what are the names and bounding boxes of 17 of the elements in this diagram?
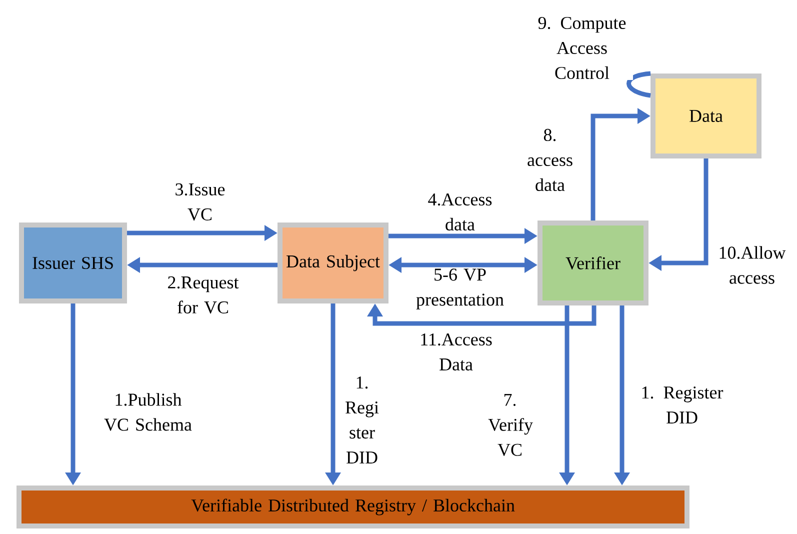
edge-label: 5-6 VP presentation bbox=[404, 268, 516, 310]
edge-label: 4.Access data bbox=[419, 192, 501, 232]
process-box: Issuer SHS bbox=[19, 222, 127, 304]
process-box: Verifier bbox=[538, 220, 648, 306]
edge-label: 10.Allow access bbox=[711, 245, 793, 285]
edge-label: 3.Issue VC bbox=[169, 182, 231, 222]
edge-label: 7. Verify VC bbox=[487, 392, 533, 458]
edge-label: 1. Register DID bbox=[635, 386, 729, 424]
edge-label: 8. access data bbox=[519, 128, 581, 192]
process-box: Verifiable Distributed Registry / Blockchain bbox=[16, 485, 690, 528]
edge-label: 1.Publish VC Schema bbox=[91, 392, 205, 432]
edge-label: 1. Regi ster DID bbox=[344, 376, 380, 464]
edge-label: 9. Compute Access Control bbox=[531, 16, 633, 80]
edge-label: 11.Access Data bbox=[410, 332, 502, 372]
edge-label: 2.Request for VC bbox=[157, 275, 249, 315]
process-box: Data Subject bbox=[278, 222, 388, 304]
process-box: Data bbox=[650, 74, 762, 158]
